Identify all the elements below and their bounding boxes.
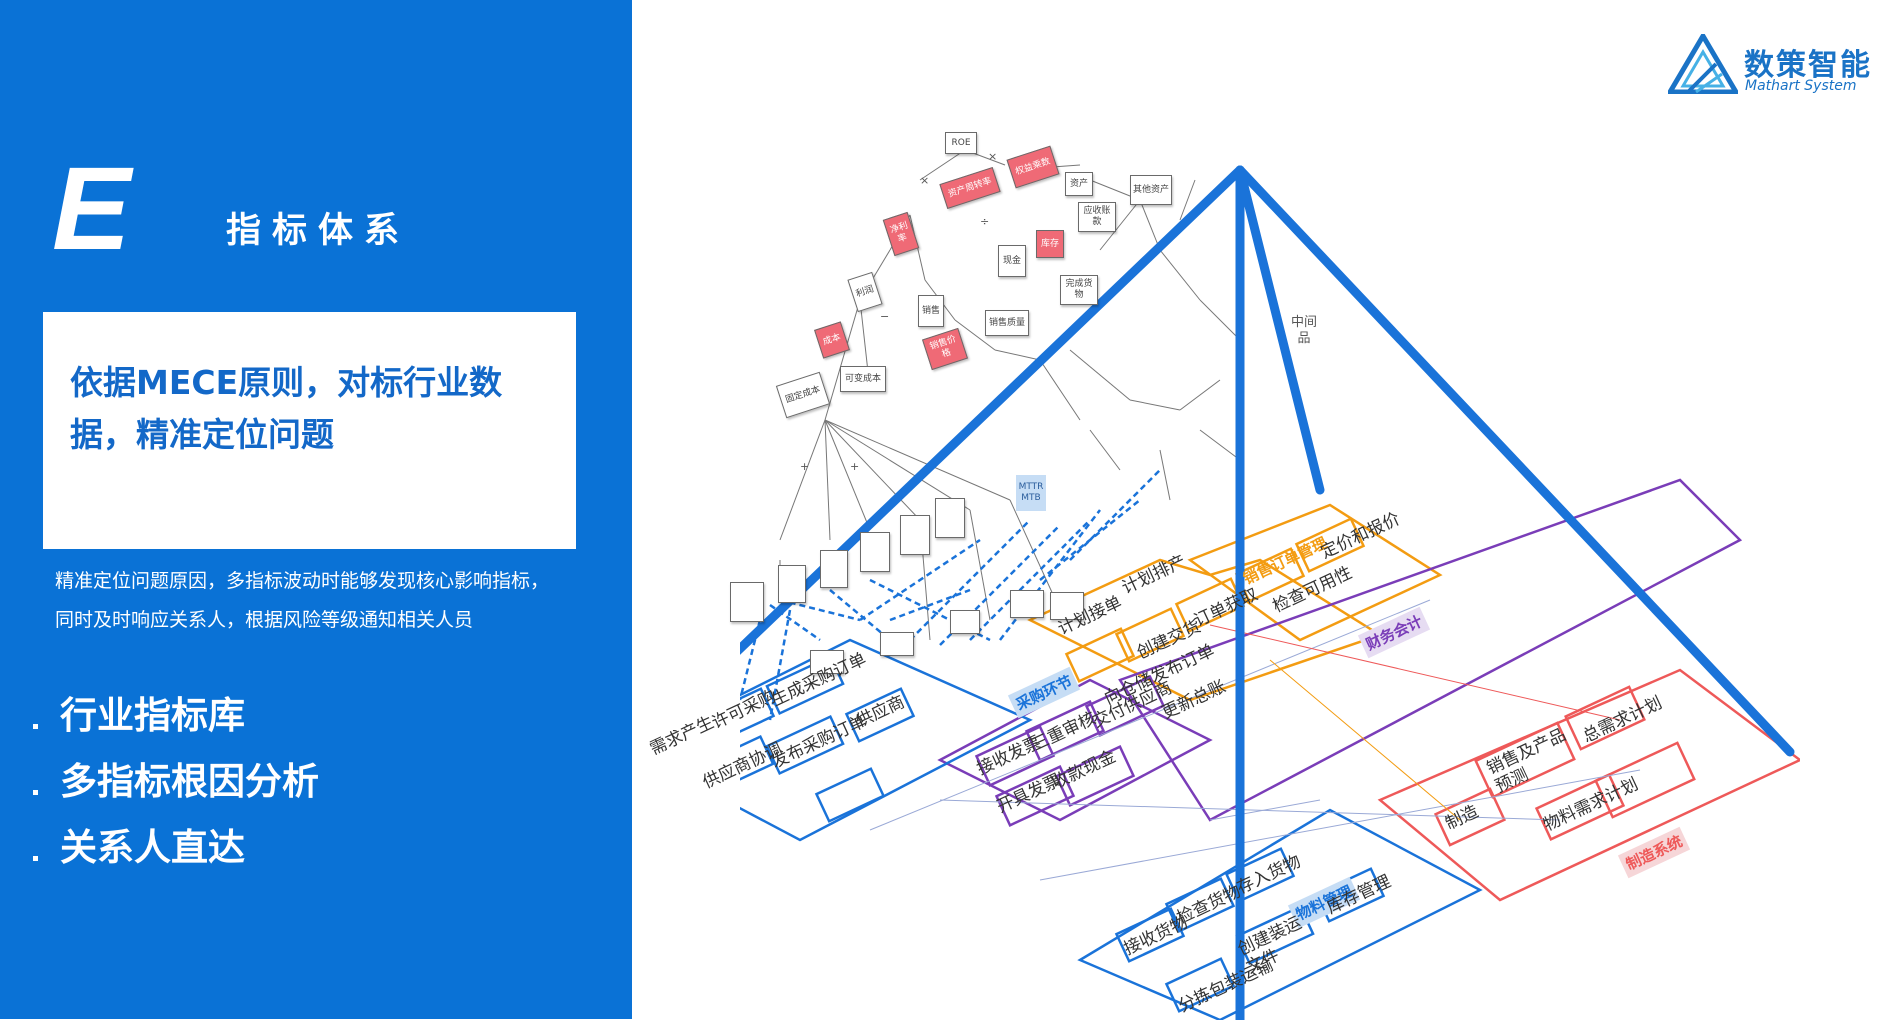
feature-item: 多指标根因分析 [30, 756, 319, 822]
feature-label: 行业指标库 [60, 694, 245, 737]
operator-minus: − [880, 310, 890, 323]
tree-leaf [900, 515, 930, 555]
feature-item: 关系人直达 [30, 822, 319, 888]
operator-times: × [988, 150, 998, 163]
tree-node-inventory: 库存 [1036, 230, 1064, 258]
tree-leaf [935, 498, 965, 538]
brand-logo: 数策智能 Mathart System [1668, 32, 1880, 100]
headline-text: 依据MECE原则，对标行业数据，精准定位问题 [70, 363, 503, 454]
tree-node-finished-goods: 完成货物 [1060, 275, 1098, 305]
tree-leaf [778, 565, 806, 603]
bullet-dot [33, 790, 38, 795]
section-letter: E [52, 143, 131, 275]
headline-card [43, 312, 576, 549]
feature-label: 多指标根因分析 [60, 760, 319, 803]
procurement-cell: 需求产生 [646, 712, 718, 760]
operator-plus: + [850, 460, 860, 473]
operator-times: × [920, 174, 930, 187]
tree-node-sales-quality: 销售质量 [985, 310, 1029, 336]
tree-node-receivables: 应收账款 [1078, 202, 1116, 232]
operator-plus: + [800, 460, 810, 473]
tree-leaf [1050, 592, 1084, 620]
tree-leaf [950, 610, 980, 634]
tree-leaf [730, 582, 764, 622]
tree-node-cash: 现金 [998, 245, 1026, 277]
feature-label: 关系人直达 [60, 826, 245, 869]
tree-node-mttr: MTTR MTB [1016, 475, 1046, 511]
tree-leaf [820, 550, 848, 588]
tree-leaf [1010, 590, 1044, 618]
indicator-diagram: ROE 净利率 资产周转率 权益乘数 资产 其他资产 利润 销售 现金 库存 应… [647, 120, 1800, 1020]
tree-node-other-assets: 其他资产 [1130, 175, 1172, 205]
tree-node-sales: 销售 [918, 295, 944, 327]
operator-div: ÷ [980, 215, 990, 228]
bullet-dot [33, 724, 38, 729]
feature-list: 行业指标库 多指标根因分析 关系人直达 [30, 690, 319, 888]
logo-subtitle: Mathart System [1745, 78, 1857, 94]
section-title: 指标体系 [226, 211, 411, 251]
tree-leaf [860, 532, 890, 572]
diagram-lines [740, 149, 1800, 1020]
tree-leaf [880, 632, 914, 656]
logo-mark-icon [1668, 34, 1738, 94]
tree-node-variable-cost: 可变成本 [840, 366, 886, 392]
bullet-dot [33, 856, 38, 861]
tree-node-assets: 资产 [1065, 172, 1093, 196]
feature-item: 行业指标库 [30, 690, 319, 756]
description-text: 精准定位问题原因，多指标波动时能够发现核心影响指标，同时及时响应关系人，根据风险… [55, 570, 550, 631]
logo-name: 数策智能 [1744, 48, 1872, 83]
tree-leaf [810, 650, 844, 674]
intermediate-label: 中间品 [1290, 315, 1317, 346]
tree-node-roe: ROE [945, 132, 977, 154]
